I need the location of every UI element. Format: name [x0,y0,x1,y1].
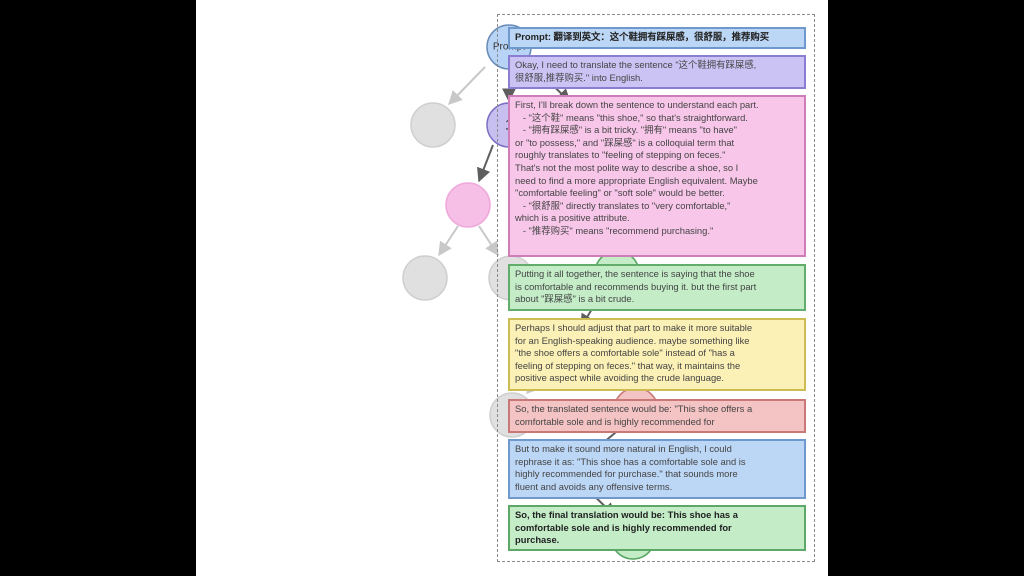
tree-edge-6 [438,225,459,257]
tree-edge-3 [477,144,494,183]
reasoning-steps-panel: Prompt: 翻译到英文：这个鞋拥有踩屎感，很舒服，推荐购买 Okay, I n… [497,14,815,562]
tree-node-g3 [402,255,448,301]
tree-node-pink [445,182,491,228]
step-1-box: Okay, I need to translate the sentence "… [508,55,806,89]
step-2-box: First, I'll break down the sentence to u… [508,95,806,257]
prompt-box: Prompt: 翻译到英文：这个鞋拥有踩屎感，很舒服，推荐购买 [508,27,806,49]
answer-box: So, the final translation would be: This… [508,505,806,551]
tree-node-circle [402,255,448,301]
figure-canvas: Prompt123456Answer Prompt: 翻译到英文：这个鞋拥有踩屎… [196,0,828,576]
step-3-box: Putting it all together, the sentence is… [508,264,806,311]
tree-node-g1 [410,102,456,148]
tree-edge-0 [448,66,486,106]
step-4-box: Perhaps I should adjust that part to mak… [508,318,806,391]
tree-node-circle [445,182,491,228]
step-6-box: But to make it sound more natural in Eng… [508,439,806,499]
tree-edge-7 [478,225,499,257]
step-5-box: So, the translated sentence would be: "T… [508,399,806,433]
tree-node-circle [410,102,456,148]
